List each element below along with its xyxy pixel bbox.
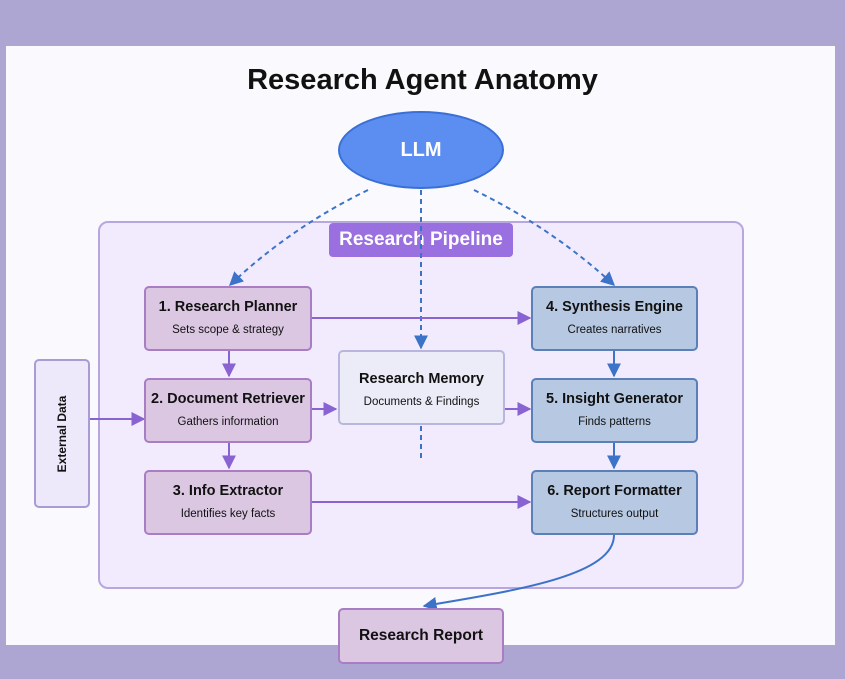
llm-node: LLM xyxy=(338,111,504,189)
step-subtitle: Creates narratives xyxy=(567,324,662,336)
step-title: 2. Document Retriever xyxy=(151,391,305,407)
step-insight-generator: 5. Insight Generator Finds patterns xyxy=(531,378,698,443)
llm-to-synthesis-arrow xyxy=(473,189,616,286)
step-subtitle: Identifies key facts xyxy=(180,508,276,520)
step-synthesis-engine: 4. Synthesis Engine Creates narratives xyxy=(531,286,698,351)
step-title: 6. Report Formatter xyxy=(547,483,682,499)
step-document-retriever: 2. Document Retriever Gathers informatio… xyxy=(144,378,312,443)
research-report-node: Research Report xyxy=(338,608,504,664)
step-subtitle: Finds patterns xyxy=(578,416,651,428)
external-data-node: External Data xyxy=(34,359,90,508)
step-title: 3. Info Extractor xyxy=(172,483,284,499)
research-memory-node: Research Memory Documents & Findings xyxy=(338,350,505,425)
step-title: 4. Synthesis Engine xyxy=(546,299,683,315)
step-subtitle: Structures output xyxy=(570,508,659,520)
step-research-planner: 1. Research Planner Sets scope & strateg… xyxy=(144,286,312,351)
step-report-formatter: 6. Report Formatter Structures output xyxy=(531,470,698,535)
step-title: 5. Insight Generator xyxy=(546,391,683,407)
memory-title: Research Memory xyxy=(359,371,484,387)
formatter-to-report-arrow xyxy=(422,534,615,611)
llm-to-planner-arrow xyxy=(228,189,369,286)
step-subtitle: Gathers information xyxy=(177,416,279,428)
diagram-title: Research Agent Anatomy xyxy=(247,64,598,96)
step-title: 1. Research Planner xyxy=(158,299,298,315)
step-subtitle: Sets scope & strategy xyxy=(172,324,284,336)
external-data-label: External Data xyxy=(55,395,69,472)
step-info-extractor: 3. Info Extractor Identifies key facts xyxy=(144,470,312,535)
memory-subtitle: Documents & Findings xyxy=(363,396,480,408)
